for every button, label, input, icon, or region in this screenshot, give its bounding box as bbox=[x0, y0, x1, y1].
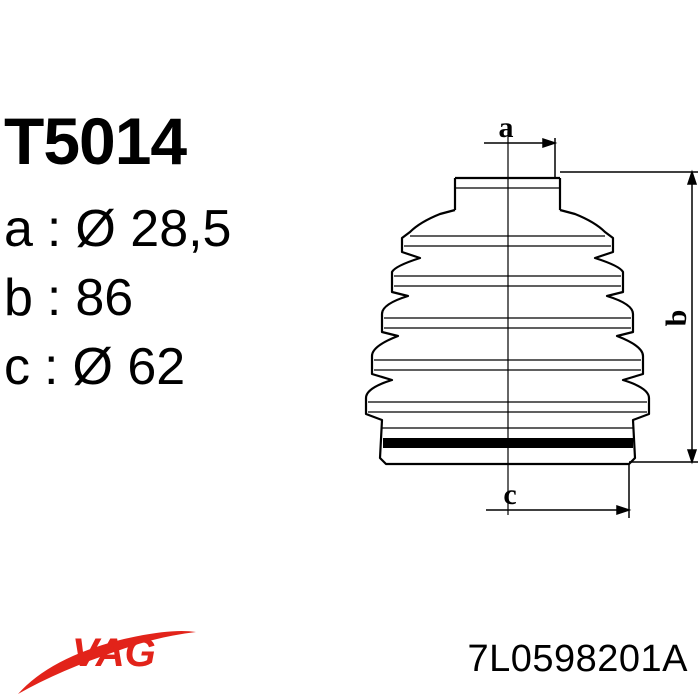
dimension-a: a:Ø 28,5 bbox=[4, 203, 231, 255]
dimension-c: c:Ø 62 bbox=[4, 341, 185, 393]
boot-outline bbox=[364, 176, 651, 466]
dimension-a-value: Ø 28,5 bbox=[75, 200, 232, 258]
part-number: 7L0598201A bbox=[467, 638, 688, 680]
vag-logo-swoosh bbox=[18, 631, 196, 694]
dimension-a-label: a bbox=[499, 111, 514, 144]
dimension-b-label: b bbox=[660, 310, 693, 327]
dimension-b-value: 86 bbox=[75, 269, 134, 327]
dimension-c-label: c bbox=[503, 478, 516, 511]
dimension-a-separator: : bbox=[46, 200, 62, 258]
vag-logo: VAG bbox=[18, 631, 196, 694]
dimension-c-separator: : bbox=[44, 338, 59, 396]
dimension-a-letter: a bbox=[4, 200, 33, 258]
dimension-b-arrow bbox=[560, 169, 698, 465]
dimension-b: b:86 bbox=[4, 272, 133, 324]
dimension-b-separator: : bbox=[46, 269, 62, 327]
dimension-b-letter: b bbox=[4, 269, 33, 327]
dimension-a-arrow bbox=[484, 137, 558, 178]
product-code: T5014 bbox=[4, 104, 187, 178]
dimension-c-value: Ø 62 bbox=[72, 338, 186, 396]
cv-boot-technical-drawing: a b c bbox=[364, 111, 698, 518]
vag-logo-text: VAG bbox=[72, 631, 156, 675]
dimension-c-letter: c bbox=[4, 338, 30, 396]
dimension-c-arrow bbox=[486, 464, 632, 518]
